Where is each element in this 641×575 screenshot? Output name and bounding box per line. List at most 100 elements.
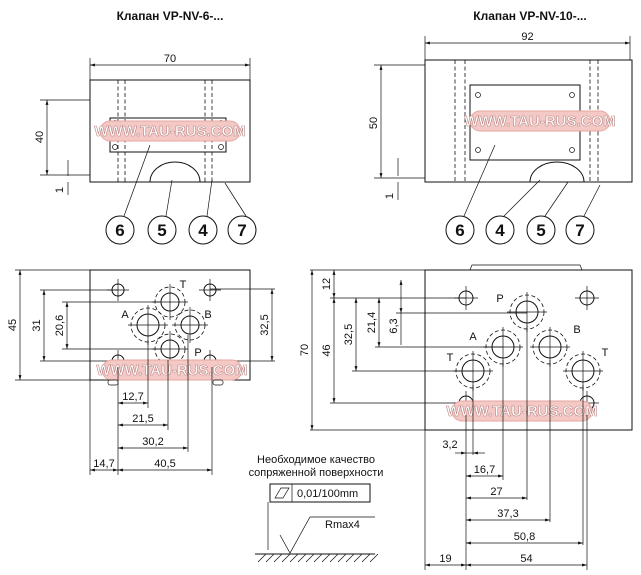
dimension-label: 46 xyxy=(321,344,333,356)
callout-number: 6 xyxy=(115,221,124,240)
callout-number: 5 xyxy=(536,221,545,240)
hatch xyxy=(329,553,339,563)
dimension-label: 1 xyxy=(384,193,396,199)
title-right: Клапан VP-NV-10-... xyxy=(473,9,586,23)
port-label-T1: T xyxy=(447,352,454,364)
port-label-B: B xyxy=(573,324,580,336)
callout-circle xyxy=(565,215,595,245)
port-label-P: P xyxy=(496,293,503,305)
hatch xyxy=(337,553,347,563)
port-label-A: A xyxy=(121,309,129,321)
hatch xyxy=(321,553,331,563)
dimension-label: 40,5 xyxy=(154,458,175,470)
callout-number: 6 xyxy=(455,221,464,240)
callout-circle xyxy=(147,215,177,245)
callout-number: 5 xyxy=(157,221,166,240)
valve-body-bottom-right xyxy=(424,269,633,431)
leader-line xyxy=(503,179,541,217)
dimension-label: 92 xyxy=(521,31,533,43)
leader-line xyxy=(544,181,569,217)
callout-circle xyxy=(485,215,515,245)
watermark-text: WWW.TAU-RUS.COM xyxy=(464,113,615,130)
hatch xyxy=(265,553,275,563)
top-lug xyxy=(469,264,583,271)
roughness-symbol xyxy=(279,516,375,554)
title-left: Клапан VP-NV-6-... xyxy=(117,9,224,23)
callout-number: 7 xyxy=(237,221,246,240)
hatch xyxy=(353,553,363,563)
dimension-label: 27 xyxy=(490,486,502,498)
dimension-label: 1 xyxy=(54,187,66,193)
watermark-text: WWW.TAU-RUS.COM xyxy=(446,403,597,420)
hatch xyxy=(369,553,379,563)
hatch xyxy=(297,553,307,563)
hatch xyxy=(313,553,323,563)
callout-circle xyxy=(445,215,475,245)
ball-seat xyxy=(529,161,585,183)
dimension-label: 21,5 xyxy=(132,413,153,425)
leader-line xyxy=(206,179,213,217)
hatch xyxy=(281,553,291,563)
watermark-badge xyxy=(469,110,611,132)
surface-note-line2: сопряженной поверхности xyxy=(249,467,384,479)
leader-line xyxy=(123,144,151,217)
hatch xyxy=(273,553,283,563)
dimension-label: 6,3 xyxy=(388,318,400,333)
dimension-label: 19 xyxy=(439,553,451,565)
hatch xyxy=(345,553,355,563)
dimension-label: 54 xyxy=(520,553,532,565)
hatch xyxy=(305,553,315,563)
leader-line xyxy=(165,179,173,217)
dimension-label: 70 xyxy=(299,344,311,356)
roughness-value: Rmax4 xyxy=(325,519,360,531)
callout-number: 4 xyxy=(198,221,208,240)
callout-circle xyxy=(188,215,218,245)
port-label-T: T xyxy=(180,279,187,291)
dimension-label: 16,7 xyxy=(474,464,495,476)
dimension-label: 50 xyxy=(368,117,380,129)
callout-circle xyxy=(227,215,257,245)
port-label-P: P xyxy=(194,347,201,359)
dimension-label: 31 xyxy=(31,319,43,331)
screw xyxy=(569,92,575,98)
dimension-label: 14,7 xyxy=(93,458,114,470)
screw xyxy=(475,92,481,98)
callout-circle xyxy=(105,215,135,245)
dimension-label: 30,2 xyxy=(142,436,163,448)
callout-number: 4 xyxy=(495,221,505,240)
watermark-text: WWW.TAU-RUS.COM xyxy=(96,362,247,379)
hatch xyxy=(257,553,267,563)
leader-line xyxy=(583,184,601,217)
callout-number: 7 xyxy=(575,221,584,240)
watermark-badge xyxy=(101,359,243,381)
foot xyxy=(107,379,119,386)
dimension-label: 70 xyxy=(164,53,176,65)
callout-circle xyxy=(526,215,556,245)
leader-line xyxy=(224,182,247,217)
dimension-label: 32,5 xyxy=(259,314,271,335)
dimension-label: 45 xyxy=(7,319,19,331)
dimension-label: 37,3 xyxy=(497,508,518,520)
port-label-A: A xyxy=(469,331,477,343)
dimension-label: 12,7 xyxy=(122,391,143,403)
dimension-label: 40 xyxy=(34,131,46,143)
screw xyxy=(569,147,575,153)
surface-note-line1: Необходимое качество xyxy=(257,454,375,466)
hatch xyxy=(361,553,371,563)
dimension-label: 20,6 xyxy=(54,315,66,336)
watermark-badge xyxy=(99,120,241,142)
foot xyxy=(212,379,224,386)
dimension-label: 12 xyxy=(321,278,333,290)
watermark-badge xyxy=(451,400,593,422)
port-label-B: B xyxy=(204,309,211,321)
flatness-value: 0,01/100mm xyxy=(297,488,358,500)
dimension-label: 3,2 xyxy=(442,439,457,451)
dimension-label: 32,5 xyxy=(343,324,355,345)
flatness-icon xyxy=(274,487,290,499)
hatch xyxy=(289,553,299,563)
screw xyxy=(218,144,224,150)
leader-line xyxy=(463,144,496,217)
dimension-label: 50,8 xyxy=(514,531,535,543)
ball-seat xyxy=(149,161,201,183)
